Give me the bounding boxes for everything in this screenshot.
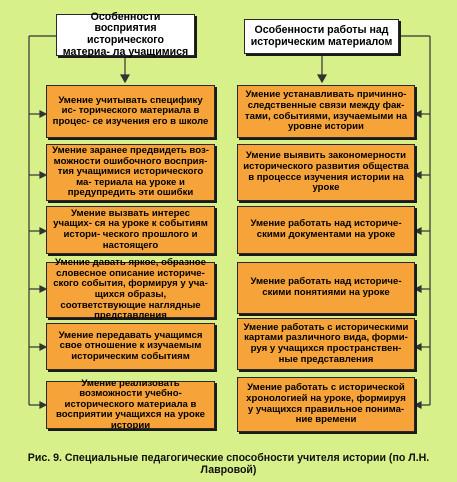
left-item: Умение давать яркое, образное словесное … [46, 257, 215, 321]
left-item: Умение заранее предвидеть воз- можности … [46, 144, 215, 201]
right-item: Умение работать над историче- скими поня… [237, 262, 415, 314]
right-column-header: Особенности работы над историческим мате… [244, 19, 399, 54]
figure-caption: Рис. 9. Специальные педагогические спосо… [27, 452, 430, 476]
right-item: Умение работать с исторической хронологи… [237, 377, 415, 432]
left-column-header: Особенности восприятия исторического мат… [56, 11, 195, 57]
left-item: Умение реализовать возможности учебно-ис… [46, 378, 215, 431]
right-item: Умение устанавливать причинно- следствен… [237, 85, 415, 138]
left-item: Умение учитывать специфику ис- торическо… [46, 85, 215, 138]
left-item: Умение передавать учащимся свое отношени… [46, 323, 215, 370]
right-item: Умение работать над историче- скими доку… [237, 206, 415, 254]
right-item: Умение выявить закономерности историческ… [237, 144, 415, 201]
left-item: Умение вызвать интерес учащих- ся на уро… [46, 206, 215, 254]
right-item: Умение работать с историческими картами … [237, 318, 415, 370]
